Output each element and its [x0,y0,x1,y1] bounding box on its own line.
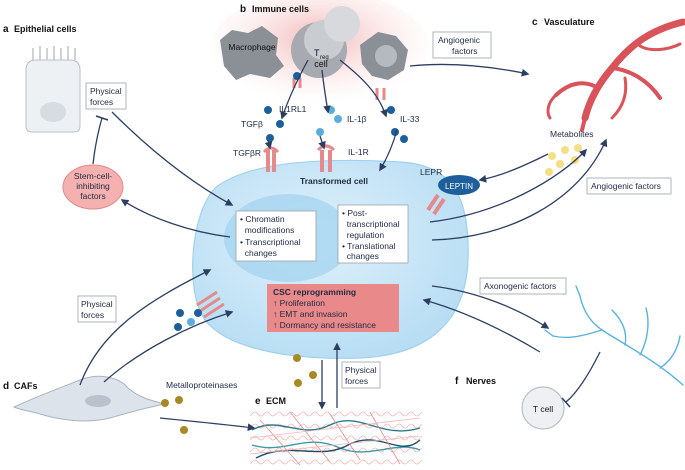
svg-text:Stem-cell-: Stem-cell- [74,171,112,181]
metabolites-label: Metabolites [550,129,593,139]
panel-letter-c: c [532,17,538,28]
il1b-dots [316,106,342,136]
physical-forces-box-a: Physical forces [85,82,127,110]
panel-letter-f: f [455,376,459,387]
transformed-cell-label: Transformed cell [300,176,368,186]
il33-dots [387,106,408,143]
svg-text:Physical: Physical [81,299,113,309]
panel-title-a: Epithelial cells [14,24,77,34]
cyto-line: regulation [342,230,384,240]
panel-title-c: Vasculature [544,17,595,27]
nuclear-line: modifications [240,225,294,235]
nuclear-changes-box: • Chromatin modifications • Transcriptio… [235,210,317,262]
panel-letter-a: a [3,24,9,35]
lepr-receptor [426,193,446,216]
interaction-arrows [79,59,608,432]
physical-forces-box-d: Physical forces [77,295,117,323]
panel-letter-d: d [3,381,9,392]
nuclear-line: • Transcriptional [240,237,301,247]
csc-item: ↑ Dormancy and resistance [273,320,376,330]
tgfb-label: TGFβ [241,119,263,129]
svg-text:Angiogenic: Angiogenic [438,35,481,45]
panel-title-b: Immune cells [252,4,309,14]
epithelial-cell [25,46,81,133]
immune-cell-right [360,32,408,80]
il1r-label: IL-1R [348,147,369,157]
nuclear-line: changes [240,248,277,258]
axonogenic-factors-box: Axonogenic factors [479,277,567,295]
cyto-line: • Post- [342,208,367,218]
translational-box: • Post- transcriptional regulation • Tra… [337,204,409,264]
nerve-fibers [544,285,684,386]
csc-item: ↑ EMT and invasion [273,309,348,319]
csc-title: CSC reprogramming [273,287,356,297]
panel-title-f: Nerves [466,376,496,386]
csc-item: ↑ Proliferation [273,298,325,308]
t-cell: T cell [521,386,565,430]
svg-text:T cell: T cell [533,404,553,414]
tgfbr-label: TGFβR [233,148,261,158]
svg-text:Axonogenic factors: Axonogenic factors [484,281,556,291]
svg-text:Physical: Physical [90,86,122,96]
il1rl1-label: IL1RL1 [279,104,307,114]
nuclear-line: • Chromatin [240,214,285,224]
svg-text:Physical: Physical [345,365,377,375]
il33-label: IL-33 [400,114,420,124]
metalloproteinases-label: Metalloproteinases [166,380,237,390]
panel-title-e: ECM [266,396,286,406]
svg-text:T: T [314,48,320,58]
treg-cell: T reg cell [291,6,360,78]
svg-text:forces: forces [90,97,113,107]
cyto-line: • Translational [342,241,396,251]
physical-forces-box-e: Physical forces [341,361,381,389]
mmp-dots [161,354,317,434]
angiogenic-factors-box-top: Angiogenic factors [432,31,492,59]
panel-letter-e: e [255,396,261,407]
svg-text:forces: forces [81,310,104,320]
angiogenic-factors-box-right: Angiogenic factors [586,177,672,195]
lepr-label: LEPR [420,167,442,177]
csc-reprogramming-box: CSC reprogramming ↑ Proliferation ↑ EMT … [267,284,399,332]
il1b-label: IL-1β [347,114,367,124]
ecm-mesh [249,410,422,466]
svg-text:factors: factors [452,46,478,56]
cyto-line: changes [342,251,379,261]
svg-text:Angiogenic factors: Angiogenic factors [591,181,661,191]
macrophage: Macrophage [220,26,284,80]
svg-text:factors: factors [80,191,106,201]
svg-text:cell: cell [314,59,328,69]
svg-text:Macrophage: Macrophage [228,42,276,52]
svg-text:forces: forces [345,376,368,386]
caf-receptor [174,290,225,331]
svg-text:inhibiting: inhibiting [76,181,110,191]
cyto-line: transcriptional [342,219,400,229]
leptin-oval: LEPTIN [438,175,480,195]
blood-vessel [546,18,685,132]
panel-title-d: CAFs [14,381,38,391]
panel-letter-b: b [240,4,246,15]
stem-cell-inhibiting-factors: Stem-cell- inhibiting factors [62,164,124,210]
svg-text:reg: reg [320,55,329,61]
svg-text:LEPTIN: LEPTIN [445,182,473,191]
